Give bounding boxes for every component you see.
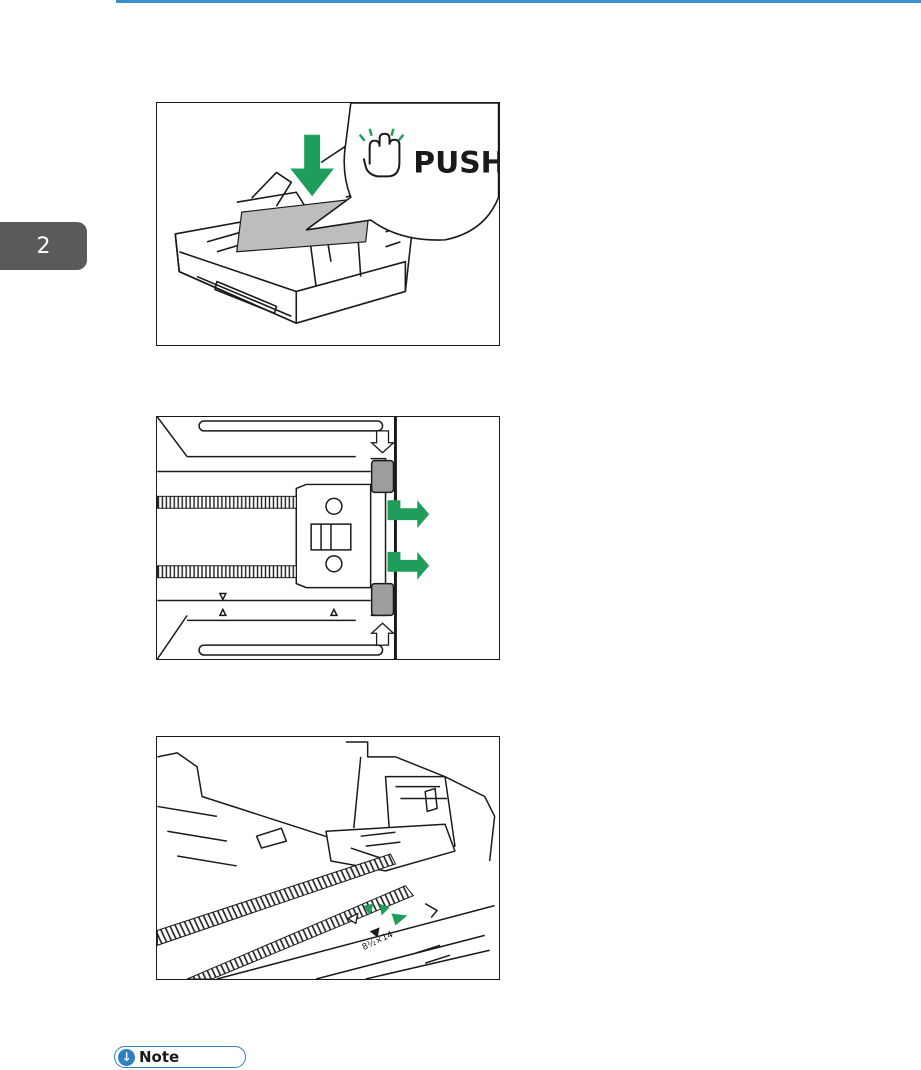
end-guide-illustration: 8½×14	[157, 737, 499, 979]
push-down-arrow	[290, 135, 334, 196]
chapter-number: 2	[37, 234, 51, 259]
figure-adjust-end-guide: 8½×14	[156, 736, 500, 980]
tray-push-illustration: PUSH	[157, 103, 499, 345]
top-rule	[116, 0, 921, 3]
note-badge: ↓ Note	[114, 1046, 246, 1068]
push-label: PUSH	[413, 145, 499, 180]
side-guides-illustration	[157, 417, 499, 659]
note-label: Note	[139, 1048, 179, 1066]
figure-slide-side-guides	[156, 416, 500, 660]
down-arrow-circle-icon: ↓	[118, 1049, 135, 1066]
alignment-marks	[364, 904, 408, 926]
pull-out-arrows	[388, 500, 430, 579]
chapter-tab: 2	[0, 222, 87, 270]
figure-push-tray-lock: PUSH	[156, 102, 500, 346]
